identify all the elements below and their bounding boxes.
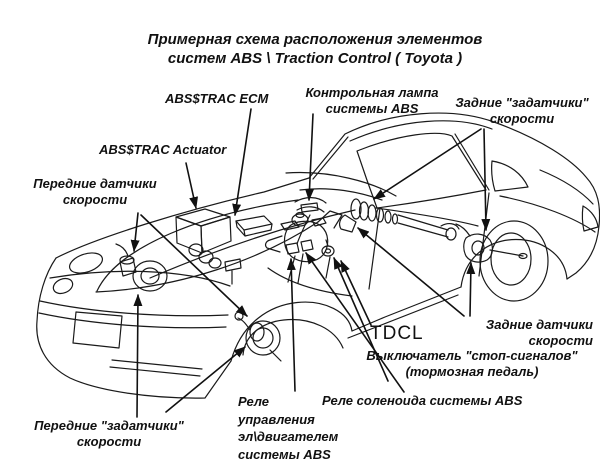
label-front-speed-sensors: Передние датчики скорости xyxy=(33,176,157,207)
label-tdcl: TDCL xyxy=(370,323,424,344)
label-abs-trac-ecm: ABS$TRAC ECM xyxy=(165,91,269,106)
label-abs-warning-lamp: Контрольная лампа системы ABS xyxy=(305,85,439,116)
abs-actuator-part xyxy=(176,209,231,268)
diagram-title: Примерная схема расположения элементов с… xyxy=(75,30,555,68)
rear-wheel-assembly xyxy=(456,221,548,301)
front-wheel-assembly xyxy=(235,312,343,361)
pointer-arrows xyxy=(130,109,491,417)
label-rear-speed-sensors: Задние датчики скорости xyxy=(485,317,593,348)
misc-engine-parts xyxy=(225,218,326,284)
cv-axle-boot-part xyxy=(340,199,456,240)
title-line1: Примерная схема расположения элементов xyxy=(147,31,483,48)
label-front-tone-rings: Передние "задатчики" скорости xyxy=(34,418,184,449)
label-rear-tone-rings: Задние "задатчики" скорости xyxy=(455,95,589,126)
title-line2: систем ABS \ Traction Control ( Toyota ) xyxy=(167,50,463,67)
label-motor-relay: Реле управления эл\двигателем системы AB… xyxy=(238,394,339,462)
abs-ecm-part xyxy=(236,216,272,236)
label-solenoid-relay: Реле соленоида системы ABS xyxy=(322,393,523,408)
label-abs-trac-actuator: ABS$TRAC Actuator xyxy=(99,142,227,157)
front-tone-ring-part xyxy=(116,244,167,291)
label-brake-light-switch: Выключатель "стоп-сигналов" (тормозная п… xyxy=(366,348,578,379)
brake-booster-part xyxy=(266,211,342,262)
pedal-cluster-parts xyxy=(268,240,352,296)
